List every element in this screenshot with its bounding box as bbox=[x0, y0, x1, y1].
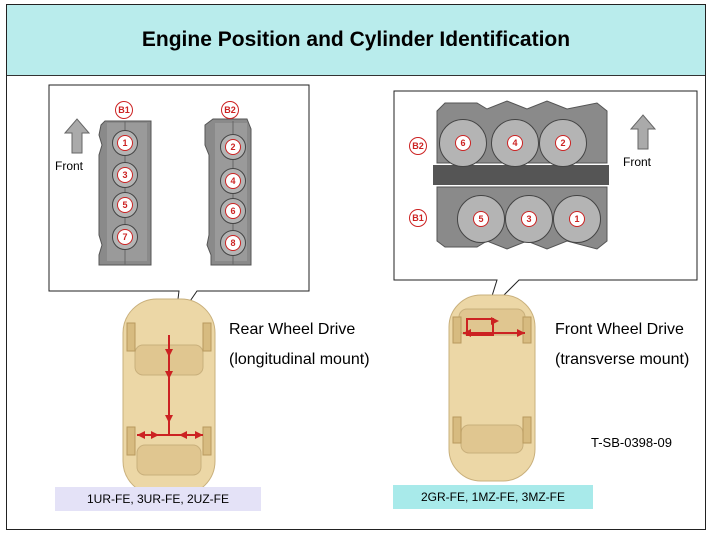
right-drive-label: Front Wheel Drive bbox=[555, 321, 684, 338]
cylinder-bore: 6 bbox=[439, 119, 487, 167]
slide-title: Engine Position and Cylinder Identificat… bbox=[141, 28, 571, 51]
cylinder-number: 2 bbox=[225, 139, 241, 155]
left-mount-label: (longitudinal mount) bbox=[229, 351, 370, 368]
cylinder-bore: 5 bbox=[457, 195, 505, 243]
cylinder-number: 3 bbox=[521, 211, 537, 227]
slide-frame: Engine Position and Cylinder Identificat… bbox=[6, 4, 706, 530]
right-bank2-label: B2 bbox=[409, 137, 427, 155]
right-model-tag: 2GR-FE, 1MZ-FE, 3MZ-FE bbox=[393, 485, 593, 509]
right-engine-gap bbox=[433, 165, 609, 185]
right-front-label: Front bbox=[623, 155, 652, 169]
cylinder-bore: 3 bbox=[505, 195, 553, 243]
cylinder-bore: 4 bbox=[491, 119, 539, 167]
cylinder-bore: 2 bbox=[220, 134, 246, 160]
right-mount-label: (transverse mount) bbox=[555, 351, 690, 368]
cylinder-number: 1 bbox=[117, 135, 133, 151]
cylinder-bore: 8 bbox=[220, 230, 246, 256]
left-model-tag: 1UR-FE, 3UR-FE, 2UZ-FE bbox=[55, 487, 261, 511]
diagram-canvas bbox=[48, 84, 698, 496]
cylinder-number: 1 bbox=[569, 211, 585, 227]
cylinder-number: 6 bbox=[225, 203, 241, 219]
left-front-arrow-icon bbox=[63, 118, 91, 154]
cylinder-number: 7 bbox=[117, 229, 133, 245]
cylinder-number: 4 bbox=[225, 173, 241, 189]
left-drive-label: Rear Wheel Drive bbox=[229, 321, 356, 338]
cylinder-bore: 1 bbox=[553, 195, 601, 243]
cylinder-bore: 6 bbox=[220, 198, 246, 224]
cylinder-bore: 1 bbox=[112, 130, 138, 156]
document-code: T-SB-0398-09 bbox=[591, 435, 672, 450]
cylinder-number: 5 bbox=[117, 197, 133, 213]
right-bank1-label: B1 bbox=[409, 209, 427, 227]
cylinder-number: 5 bbox=[473, 211, 489, 227]
cylinder-bore: 5 bbox=[112, 192, 138, 218]
cylinder-bore: 4 bbox=[220, 168, 246, 194]
cylinder-number: 3 bbox=[117, 167, 133, 183]
right-car-icon bbox=[448, 294, 536, 482]
left-front-label: Front bbox=[55, 159, 84, 173]
cylinder-number: 6 bbox=[455, 135, 471, 151]
cylinder-bore: 2 bbox=[539, 119, 587, 167]
cylinder-number: 4 bbox=[507, 135, 523, 151]
cylinder-bore: 3 bbox=[112, 162, 138, 188]
cylinder-number: 2 bbox=[555, 135, 571, 151]
left-bank2-label: B2 bbox=[221, 101, 239, 119]
left-car-icon bbox=[122, 298, 216, 496]
cylinder-number: 8 bbox=[225, 235, 241, 251]
cylinder-bore: 7 bbox=[112, 224, 138, 250]
right-front-arrow-icon bbox=[629, 114, 657, 150]
left-bank1-label: B1 bbox=[115, 101, 133, 119]
title-bar: Engine Position and Cylinder Identificat… bbox=[7, 5, 705, 76]
left-callout-box bbox=[48, 84, 310, 324]
